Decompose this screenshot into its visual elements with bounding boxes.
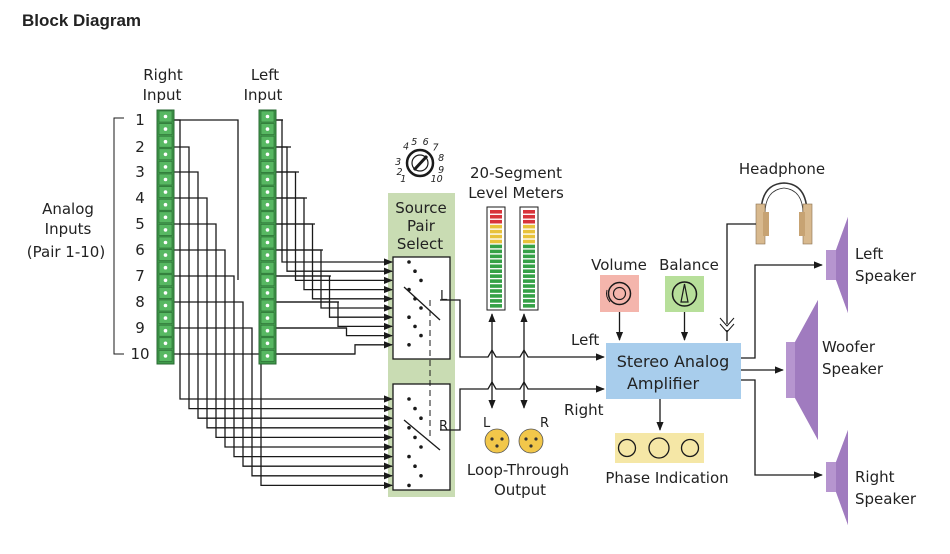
left-speaker-label: Left Speaker [855,245,917,285]
loop-out-right-connector [518,428,544,454]
right-input-label: Right Input [143,66,183,104]
channel-number: 2 [135,138,145,156]
dial-number: 7 [432,143,438,154]
signal-right-label: Right [564,401,604,419]
left-speaker-icon [826,217,848,313]
svg-text:Left: Left [855,245,883,263]
svg-text:Woofer: Woofer [822,338,876,356]
dial-number: 1 [400,174,406,185]
dial-number: 5 [411,137,417,148]
amplifier-label-line1: Stereo Analog [617,352,730,371]
svg-text:Speaker: Speaker [855,267,917,285]
svg-text:Pair: Pair [407,217,436,235]
switch-left-label: L [440,289,448,304]
svg-text:(Pair 1-10): (Pair 1-10) [27,243,105,261]
dial-number: 10 [431,174,443,185]
amplifier-label-line2: Amplifier [627,374,700,393]
channel-numbers: 1 2 3 4 5 6 7 8 9 10 [130,111,149,363]
inputs-bracket [113,117,124,355]
diagram-title: Block Diagram [22,11,141,30]
svg-text:Source: Source [395,199,447,217]
volume-label: Volume [591,256,647,274]
analog-inputs-label: Analog Inputs (Pair 1-10) [27,200,105,261]
phase-indicator [615,433,704,463]
right-speaker-label: Right Speaker [855,468,917,508]
loop-r-label: R [540,416,549,431]
right-speaker-icon [826,430,848,525]
svg-text:Inputs: Inputs [45,220,92,238]
headphone-icon [755,182,813,245]
phase-label: Phase Indication [605,469,728,487]
channel-number: 10 [130,345,149,363]
balance-knob[interactable] [665,276,704,312]
svg-text:Loop-Through: Loop-Through [467,461,569,479]
dial-number: 2 [396,167,402,178]
svg-text:Output: Output [494,481,546,499]
source-select-label: Source Pair Select [395,199,447,253]
svg-text:Input: Input [244,86,283,104]
channel-number: 6 [135,241,145,259]
switch-right-label: R [439,419,448,434]
svg-text:Input: Input [143,86,182,104]
svg-text:Left: Left [251,66,279,84]
level-meter-right [519,206,539,311]
dial-number: 6 [423,137,429,148]
dial-number: 3 [395,157,401,168]
left-input-terminal-strip [258,109,277,365]
svg-text:20-Segment: 20-Segment [470,164,562,182]
headphone-label: Headphone [739,160,825,178]
loop-out-left-connector [484,428,510,454]
channel-number: 7 [135,267,145,285]
dial-number: 9 [438,165,444,176]
left-input-label: Left Input [244,66,283,104]
svg-text:Speaker: Speaker [855,490,917,508]
dial-number: 4 [403,141,409,152]
input-wires [174,119,393,490]
channel-number: 4 [135,189,145,207]
svg-text:Right: Right [855,468,895,486]
level-meter-left [486,206,506,311]
headphone-wire [726,223,756,324]
channel-number: 9 [135,319,145,337]
svg-text:Right: Right [143,66,183,84]
right-input-terminal-strip [156,109,175,365]
svg-text:Analog: Analog [42,200,94,218]
svg-text:Level Meters: Level Meters [468,184,564,202]
svg-text:Speaker: Speaker [822,360,884,378]
channel-number: 1 [135,111,145,129]
signal-lines [450,299,605,431]
svg-text:Select: Select [397,235,443,253]
dial-number: 8 [438,153,444,164]
woofer-speaker-icon [786,300,818,440]
switch-contacts [403,260,450,488]
stereo-amplifier [606,343,741,399]
signal-left-label: Left [571,331,599,349]
channel-number: 8 [135,293,145,311]
balance-label: Balance [659,256,719,274]
loop-through-label: Loop-Through Output [467,461,569,499]
volume-knob[interactable] [600,275,639,312]
channel-number: 3 [135,163,145,181]
speaker-lines [741,261,823,479]
loop-l-label: L [483,416,491,431]
channel-number: 5 [135,215,145,233]
level-meters-label: 20-Segment Level Meters [468,164,564,202]
switch-right-box [392,383,451,491]
woofer-speaker-label: Woofer Speaker [822,338,884,378]
